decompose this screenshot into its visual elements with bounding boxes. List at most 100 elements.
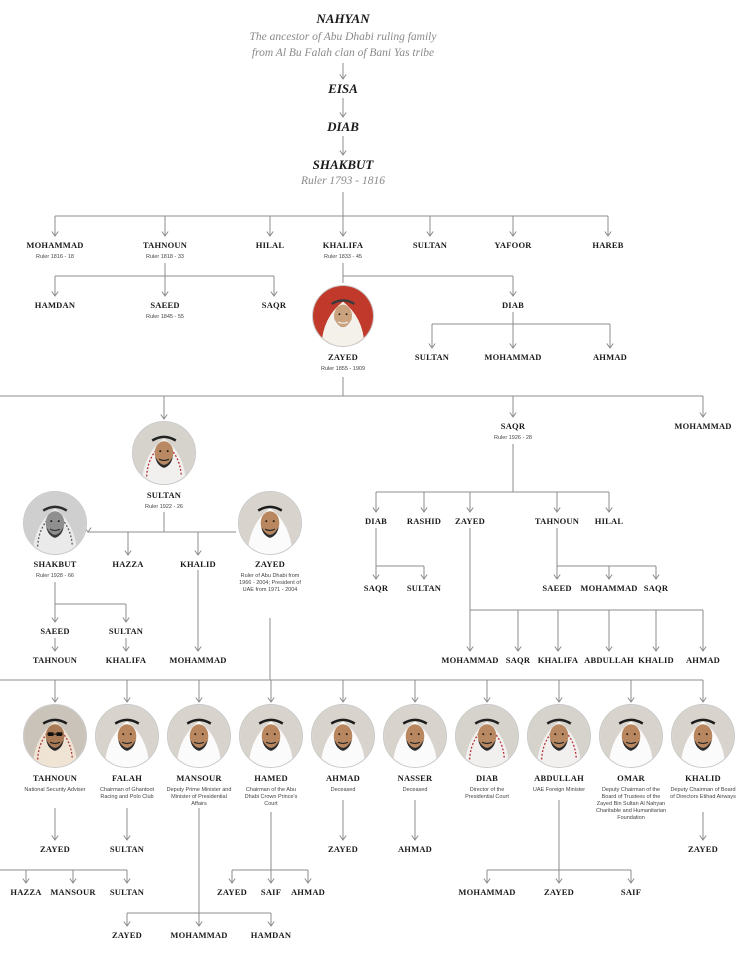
- son-ahmad-desc: Deceased: [330, 787, 356, 793]
- arrow-down-icon-2: [339, 150, 347, 156]
- arrow-down-icon-50: [483, 697, 491, 703]
- arrow-down-icon-43: [699, 646, 707, 652]
- node-zayed-i-mohammad: MOHAMMAD: [674, 421, 732, 431]
- node-khalid-mohammad: MOHAMMAD: [169, 655, 227, 665]
- arrow-down-icon-56: [339, 835, 347, 841]
- son-falah-desc: Chairman of Ghantoot Racing and Polo Clu…: [99, 787, 155, 800]
- arrow-down-icon-57: [411, 835, 419, 841]
- grandson-abdullah-saif: SAIF: [620, 887, 642, 897]
- arrow-down-icon-59: [22, 878, 30, 884]
- node-khalifa-sub: Ruler 1833 - 45: [324, 254, 362, 260]
- node-saqr-tahnoun: TAHNOUN: [534, 516, 580, 526]
- arrow-down-icon-6: [339, 231, 347, 237]
- portrait-photo-icon: [600, 705, 662, 767]
- arrow-down-icon-12: [270, 291, 278, 297]
- grandson-abdullah-mohammad: MOHAMMAD: [458, 887, 516, 897]
- node-sz-saqr: SAQR: [505, 655, 531, 665]
- arrow-down-icon-5: [266, 231, 274, 237]
- node-zayed-ii: ZAYED: [255, 559, 285, 569]
- nahyan-note-1: The ancestor of Abu Dhabi ruling family: [249, 31, 437, 43]
- omar-portrait-icon: [599, 704, 663, 768]
- arrow-down-icon-7: [426, 231, 434, 237]
- node-saqr-ruler: SAQR: [500, 421, 526, 431]
- node-sz-khalifa: KHALIFA: [537, 655, 579, 665]
- node-shakbut-ruler-sub: Ruler 1928 - 66: [36, 573, 74, 579]
- son-hamed: HAMED: [254, 773, 288, 783]
- node-saqr-ruler-sub: Ruler 1926 - 28: [494, 435, 532, 441]
- abdullah-portrait-icon: [527, 704, 591, 768]
- arrow-down-icon-19: [699, 412, 707, 418]
- son-diab-desc: Director of the Presidential Court: [465, 787, 509, 800]
- zayed-i-portrait-icon: [312, 285, 374, 347]
- arrow-down-icon-29: [420, 507, 428, 513]
- grandson-hamed-saif: SAIF: [260, 887, 282, 897]
- node-hazza: HAZZA: [112, 559, 144, 569]
- node-mohammad-sub: Ruler 1816 - 18: [36, 254, 74, 260]
- arrow-down-icon-34: [420, 574, 428, 580]
- arrow-down-icon-37: [652, 574, 660, 580]
- diab-portrait-icon: [455, 704, 519, 768]
- arrow-down-icon-33: [372, 574, 380, 580]
- shakbut-name: SHAKBUT: [312, 157, 374, 172]
- node-sd-sultan: SULTAN: [406, 583, 442, 593]
- node-saeed: SAEED: [150, 300, 180, 310]
- node-khalid: KHALID: [180, 559, 216, 569]
- arrow-down-icon-70: [267, 921, 275, 927]
- grandson-mansour: MANSOUR: [50, 887, 96, 897]
- grandson-mansour-hamdan: HAMDAN: [250, 930, 292, 940]
- node-shakbut-sultan: SULTAN: [108, 626, 144, 636]
- node-shakbut-saeed: SAEED: [40, 626, 70, 636]
- arrow-down-icon-66: [555, 878, 563, 884]
- son-tahnoun: TAHNOUN: [32, 773, 78, 783]
- son-diab: DIAB: [475, 773, 499, 783]
- portrait-photo-icon: [313, 286, 373, 346]
- arrow-down-icon-36: [605, 574, 613, 580]
- grandson-sultan: SULTAN: [109, 887, 145, 897]
- arrow-down-icon-18: [509, 412, 517, 418]
- node-diab-mohammad: MOHAMMAD: [484, 352, 542, 362]
- node-sd-saqr: SAQR: [363, 583, 389, 593]
- grandson-mansour-mohammad: MOHAMMAD: [170, 930, 228, 940]
- node-saqr-rashid: RASHID: [406, 516, 442, 526]
- arrow-down-icon-65: [483, 878, 491, 884]
- diab-name: DIAB: [327, 119, 359, 134]
- son-falah: FALAH: [111, 773, 143, 783]
- arrow-down-icon-1: [339, 112, 347, 118]
- arrow-down-icon-53: [699, 697, 707, 703]
- node-saqr-diab: DIAB: [364, 516, 388, 526]
- son-khalid-desc: Deputy Chairman of Board of Directors Et…: [670, 787, 736, 800]
- node-khalifa: KHALIFA: [322, 240, 364, 250]
- node-sz-khalid: KHALID: [638, 655, 674, 665]
- grandson-khalid-zayed: ZAYED: [688, 844, 718, 854]
- node-shakbut-khalifa: KHALIFA: [105, 655, 147, 665]
- node-shakbut-ruler: SHAKBUT: [33, 559, 77, 569]
- arrow-down-icon-21: [124, 550, 132, 556]
- mansour-portrait-icon: [167, 704, 231, 768]
- arrow-down-icon-45: [123, 697, 131, 703]
- son-mansour: MANSOUR: [176, 773, 222, 783]
- arrow-down-icon-25: [51, 646, 59, 652]
- son-mansour-desc: Deputy Prime Minister and Minister of Pr…: [166, 787, 232, 807]
- arrow-down-icon-42: [652, 646, 660, 652]
- hamed-portrait-icon: [239, 704, 303, 768]
- arrow-down-icon-26: [122, 646, 130, 652]
- arrow-down-icon-64: [304, 878, 312, 884]
- node-diab-ahmad: AHMAD: [592, 352, 628, 362]
- arrow-down-icon-54: [51, 835, 59, 841]
- node-mohammad: MOHAMMAD: [26, 240, 84, 250]
- arrow-down-icon-17: [160, 414, 168, 420]
- node-sz-mohammad: MOHAMMAD: [441, 655, 499, 665]
- node-hamdan: HAMDAN: [34, 300, 76, 310]
- node-diab-khalifa: DIAB: [501, 300, 525, 310]
- arrow-down-icon-41: [605, 646, 613, 652]
- portrait-photo-icon: [240, 705, 302, 767]
- portrait-photo-icon: [96, 705, 158, 767]
- arrow-down-icon-51: [555, 697, 563, 703]
- portrait-photo-icon: [312, 705, 374, 767]
- arrow-down-icon-13: [509, 291, 517, 297]
- node-sultan-ruler: SULTAN: [146, 490, 182, 500]
- son-omar-desc: Deputy Chairman of the Board of Trustees…: [596, 787, 667, 821]
- arrow-down-icon-3: [51, 231, 59, 237]
- arrow-down-icon-8: [509, 231, 517, 237]
- son-khalid: KHALID: [685, 773, 721, 783]
